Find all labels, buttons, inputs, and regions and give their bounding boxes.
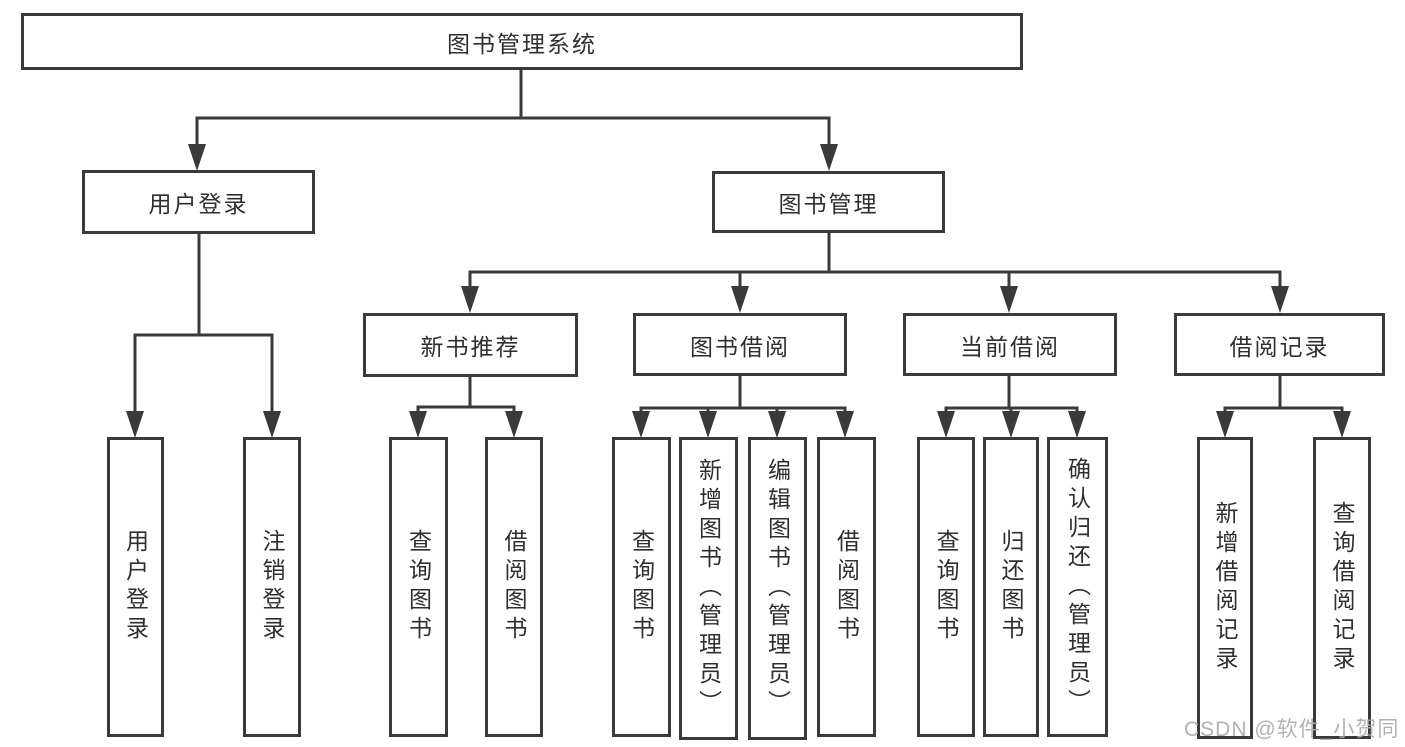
node-book-borrow: 图书借阅 <box>633 313 847 376</box>
leaf-borrow-borrow-book: 借阅图书 <box>817 437 876 737</box>
leaf-user-login: 用户登录 <box>107 437 164 737</box>
leaf-borrow-add-book-admin: 新增图书（管理员） <box>679 437 738 740</box>
node-current-borrow: 当前借阅 <box>903 313 1117 376</box>
leaf-current-return-book: 归还图书 <box>983 437 1039 737</box>
leaf-records-add-record: 新增借阅记录 <box>1197 437 1253 739</box>
node-new-book-recommend: 新书推荐 <box>363 313 578 377</box>
leaf-current-query-book: 查询图书 <box>917 437 975 737</box>
arrowheads <box>126 144 1351 438</box>
leaf-recommend-borrow-book: 借阅图书 <box>485 437 543 737</box>
leaf-current-confirm-return-admin: 确认归还（管理员） <box>1047 437 1108 737</box>
node-user-login: 用户登录 <box>82 170 315 234</box>
leaf-recommend-query-book: 查询图书 <box>389 437 448 737</box>
node-borrow-records: 借阅记录 <box>1174 313 1385 376</box>
leaf-borrow-query-book: 查询图书 <box>612 437 671 737</box>
leaf-borrow-edit-book-admin: 编辑图书（管理员） <box>748 437 807 740</box>
csdn-watermark: CSDN @软件_小贺同学 <box>1184 718 1400 741</box>
leaf-logout: 注销登录 <box>243 437 301 737</box>
node-library-system: 图书管理系统 <box>21 13 1023 70</box>
leaf-records-query-record: 查询借阅记录 <box>1313 437 1371 739</box>
node-book-management: 图书管理 <box>712 171 945 233</box>
